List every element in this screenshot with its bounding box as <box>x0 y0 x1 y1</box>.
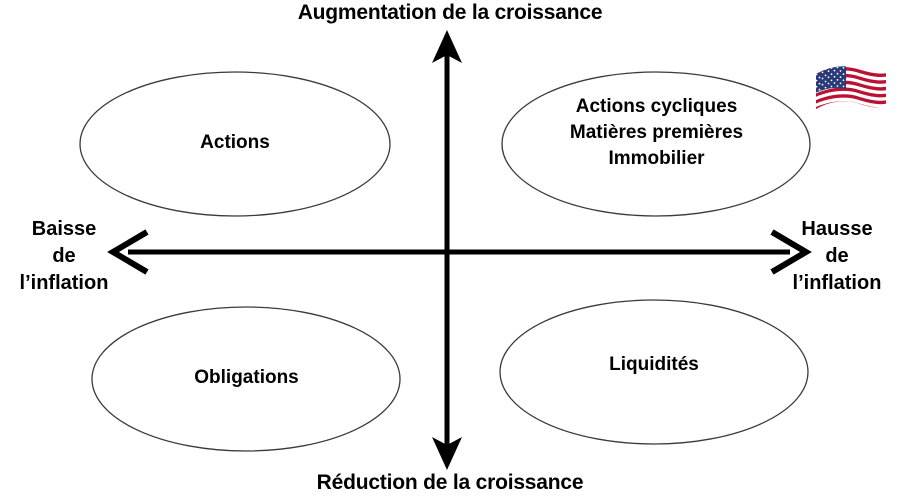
us-flag-svg <box>816 66 886 110</box>
axis-label-inflation-decrease: Baisse de l’inflation <box>0 216 128 297</box>
quadrant-upper-right-line2: Matières premières <box>569 122 744 143</box>
down-arrow-head-icon <box>432 437 462 470</box>
axis-label-inflation-increase-line3: l’inflation <box>792 272 882 294</box>
axis-label-growth-decrease: Réduction de la croissance <box>316 471 584 494</box>
axis-label-growth-increase: Augmentation de la croissance <box>297 1 603 24</box>
up-arrow-head-icon <box>432 30 462 63</box>
axis-label-inflation-decrease-line1: Baisse <box>31 218 97 240</box>
ellipse-lower-right <box>499 299 809 445</box>
quadrant-lower-right-label: Liquidités <box>609 354 699 375</box>
quadrant-upper-right-line1: Actions cycliques <box>575 96 738 117</box>
quadrant-lower-left-label: Obligations <box>194 367 299 388</box>
us-flag-icon <box>812 60 888 124</box>
axis-label-inflation-increase: Hausse de l’inflation <box>774 216 900 297</box>
axis-label-inflation-increase-line2: de <box>825 245 849 267</box>
quadrant-upper-right-label: Actions cycliques Matières premières Imm… <box>503 94 810 172</box>
ellipse-upper-left <box>79 71 391 217</box>
quadrant-upper-left-label: Actions <box>200 132 270 153</box>
axis-label-inflation-decrease-line2: de <box>52 245 76 267</box>
right-arrow-head-icon <box>770 229 812 275</box>
ellipse-upper-right <box>501 71 811 217</box>
axis-label-inflation-decrease-line3: l’inflation <box>19 272 109 294</box>
axis-label-inflation-increase-line1: Hausse <box>801 218 873 240</box>
left-arrow-head-icon <box>107 229 149 275</box>
quadrant-upper-right-line3: Immobilier <box>608 148 705 169</box>
ellipse-lower-left <box>91 306 401 452</box>
